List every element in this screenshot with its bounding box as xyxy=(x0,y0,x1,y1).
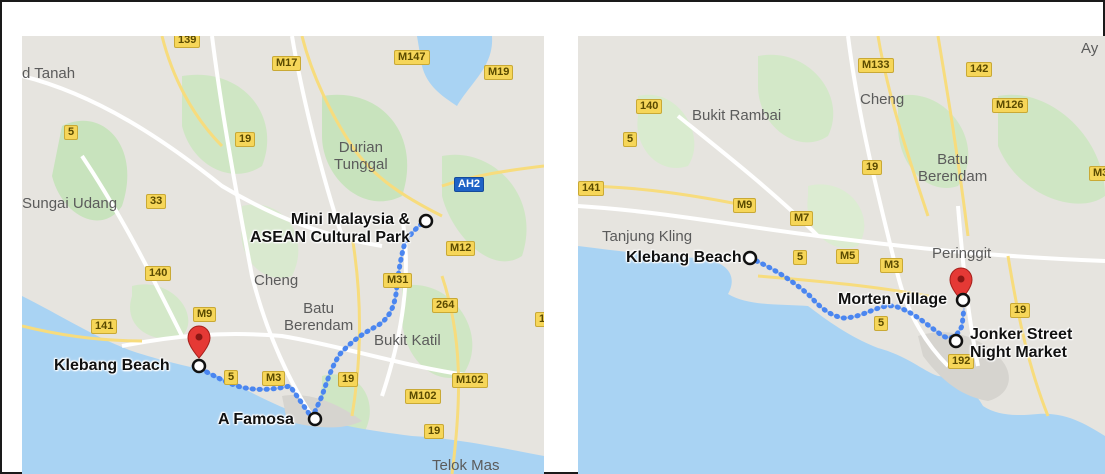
road-shield: 19 xyxy=(862,160,883,175)
road-shield: M9 xyxy=(193,307,217,322)
road-shield: 19 xyxy=(235,132,256,147)
map-panel-route-detail[interactable]: Bukit Rambai Cheng Batu Berendam Tanjung… xyxy=(578,36,1105,474)
road-shield: AH2 xyxy=(454,177,485,192)
poi-label-a-famosa[interactable]: A Famosa xyxy=(218,411,294,428)
place-label: Batu Berendam xyxy=(284,300,354,335)
road-shield: M126 xyxy=(992,98,1028,113)
poi-label-mini-malaysia[interactable]: Mini Malaysia & ASEAN Cultural Park xyxy=(250,211,411,246)
road-shield: 19 xyxy=(338,372,359,387)
road-shield: M3 xyxy=(262,371,286,386)
road-shield: 5 xyxy=(793,250,808,265)
poi-label-morten-village[interactable]: Morten Village xyxy=(838,291,948,308)
route-path xyxy=(191,219,427,424)
road-shield: M19 xyxy=(484,65,514,80)
road-shield: 5 xyxy=(64,125,79,140)
road-shield: M9 xyxy=(733,198,757,213)
waypoint-markers xyxy=(742,250,971,349)
waypoint-markers xyxy=(191,213,434,427)
road-shield: 140 xyxy=(145,266,172,281)
road-shield: 140 xyxy=(636,99,663,114)
road-shield: M5 xyxy=(836,249,860,264)
map-panel-route-overview[interactable]: d Tanah Sungai Udang Durian Tunggal Chen… xyxy=(22,36,544,474)
road-shield: 192 xyxy=(948,354,975,369)
poi-label-jonker-street[interactable]: Jonker Street Night Market xyxy=(970,326,1073,361)
place-label: Cheng xyxy=(254,272,299,289)
place-label: Sungai Udang xyxy=(22,195,118,212)
road-shield: M133 xyxy=(858,58,894,73)
road-shield: M102 xyxy=(452,373,488,388)
place-label: Bukit Rambai xyxy=(692,107,782,124)
road-shield: 5 xyxy=(623,132,638,147)
road-shield: 5 xyxy=(224,370,239,385)
road-shield: 139 xyxy=(174,36,201,48)
map-base xyxy=(578,36,1105,474)
place-label: Cheng xyxy=(860,91,905,108)
road-shield: M3 xyxy=(1089,166,1105,181)
place-label: Bukit Katil xyxy=(374,332,441,349)
place-label: Durian Tunggal xyxy=(334,139,388,174)
destination-pin-icon xyxy=(187,325,211,359)
road-shield: M7 xyxy=(790,211,814,226)
road-shield: M12 xyxy=(446,241,476,256)
poi-label-klebang-beach[interactable]: Klebang Beach xyxy=(626,249,742,266)
road-shield: 141 xyxy=(91,319,118,334)
place-label: Telok Mas xyxy=(432,457,500,474)
road-shield: 141 xyxy=(578,181,605,196)
road-shield: M17 xyxy=(272,56,302,71)
road-shield: M102 xyxy=(405,389,441,404)
road-shield: 5 xyxy=(874,316,889,331)
road-shield: M147 xyxy=(394,50,430,65)
road-shield: 142 xyxy=(966,62,993,77)
place-label: Tanjung Kling xyxy=(602,228,693,245)
road-shield: 1 xyxy=(535,312,544,327)
route-path xyxy=(747,255,967,341)
road-shield: 33 xyxy=(146,194,167,209)
place-label: d Tanah xyxy=(22,65,76,82)
road-shield: M3 xyxy=(880,258,904,273)
place-label: Batu Berendam xyxy=(918,151,988,186)
road-shield: M31 xyxy=(383,273,413,288)
road-shield: 264 xyxy=(432,298,459,313)
road-shield: 19 xyxy=(1010,303,1031,318)
road-shield: 19 xyxy=(424,424,445,439)
place-label: Ay xyxy=(1081,40,1099,57)
poi-label-klebang-beach[interactable]: Klebang Beach xyxy=(54,357,170,374)
place-label: Peringgit xyxy=(932,245,992,262)
